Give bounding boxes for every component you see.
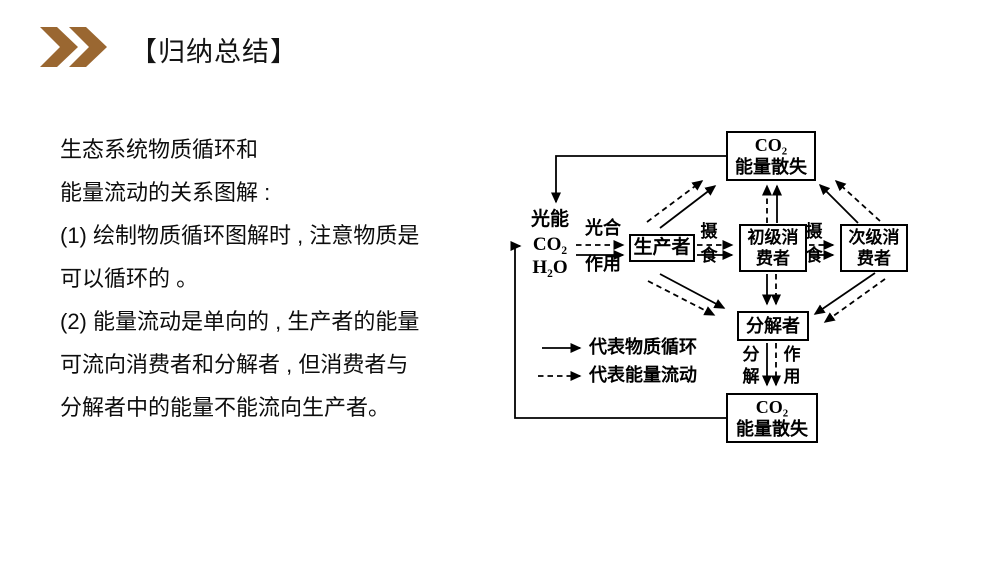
label-photosynthesis-1: 光合 bbox=[585, 218, 621, 238]
legend-energy-flow: 代表能量流动 bbox=[589, 365, 697, 385]
arrow-producer-to-co2top-dashed bbox=[646, 180, 704, 223]
notes-line: 生态系统物质循环和 bbox=[60, 137, 259, 162]
arrow-co2top-to-inputs-solid bbox=[551, 155, 726, 204]
box-decomposer: 分解者 bbox=[737, 311, 809, 341]
box-line: CO₂ bbox=[755, 397, 789, 417]
double-chevron-icon bbox=[40, 27, 107, 67]
label-decompose-1: 分 bbox=[742, 345, 760, 364]
box-line: 初级消 bbox=[747, 228, 799, 247]
label-decompose-3: 作 bbox=[783, 345, 801, 364]
notes-line: 分解者中的能量不能流向生产者。 bbox=[60, 395, 391, 420]
label-photosynthesis-2: 作用 bbox=[585, 254, 621, 274]
ecosystem-diagram: 光能 CO₂ H₂O CO₂ 能量散失 生产者 初级消 费者 次级消 费者 分解… bbox=[498, 118, 998, 463]
page-title: 【归纳总结】 bbox=[130, 37, 298, 67]
arrow-secondary-to-co2top-dashed bbox=[834, 179, 881, 222]
box-line: 次级消 bbox=[848, 228, 900, 247]
box-line: 能量散失 bbox=[735, 157, 807, 177]
box-primary-consumer: 初级消 费者 bbox=[739, 224, 807, 272]
arrow-secondary-to-decomposer-dashed bbox=[823, 278, 886, 323]
notes-line: 可以循环的 。 bbox=[60, 266, 199, 291]
label-feed2-bottom: 食 bbox=[805, 246, 823, 265]
notes-line: 可流向消费者和分解者 , 但消费者与 bbox=[60, 352, 409, 377]
label-feed1-bottom: 食 bbox=[700, 246, 718, 265]
box-producer: 生产者 bbox=[629, 234, 695, 262]
arrow-secondary-to-decomposer-solid bbox=[813, 272, 876, 315]
label-feed2-top: 摄 bbox=[805, 222, 823, 241]
box-line: 分解者 bbox=[746, 316, 800, 336]
arrow-producer-to-co2top-solid bbox=[659, 185, 717, 229]
notes-line: (1) 绘制物质循环图解时 , 注意物质是 bbox=[60, 223, 420, 248]
label-feed1-top: 摄 bbox=[700, 222, 718, 241]
label-decompose-4: 用 bbox=[783, 367, 801, 386]
input-co2: CO₂ bbox=[532, 234, 568, 255]
notes-block: 生态系统物质循环和 能量流动的关系图解 : (1) 绘制物质循环图解时 , 注意… bbox=[60, 128, 510, 429]
legend-material-cycle: 代表物质循环 bbox=[589, 337, 697, 357]
input-light-energy: 光能 bbox=[530, 209, 569, 230]
box-line: 费者 bbox=[756, 249, 790, 268]
box-co2-energy-loss-bottom: CO₂ 能量散失 bbox=[726, 393, 818, 443]
arrow-co2bottom-to-inputs-solid bbox=[510, 241, 726, 419]
box-co2-energy-loss-top: CO₂ 能量散失 bbox=[726, 131, 816, 181]
arrow-producer-to-decomposer-dashed bbox=[647, 280, 716, 316]
diagram-arrows bbox=[510, 155, 886, 419]
label-decompose-2: 解 bbox=[742, 367, 760, 386]
input-water: H₂O bbox=[532, 257, 568, 278]
arrow-producer-to-decomposer-solid bbox=[659, 273, 726, 309]
arrow-secondary-to-co2top-solid bbox=[818, 183, 859, 224]
notes-line: (2) 能量流动是单向的 , 生产者的能量 bbox=[60, 309, 420, 334]
box-line: CO₂ bbox=[754, 135, 788, 155]
box-line: 能量散失 bbox=[736, 419, 808, 439]
notes-line: 能量流动的关系图解 : bbox=[60, 180, 271, 205]
box-secondary-consumer: 次级消 费者 bbox=[840, 224, 908, 272]
box-line: 生产者 bbox=[633, 237, 691, 258]
box-line: 费者 bbox=[857, 249, 891, 268]
